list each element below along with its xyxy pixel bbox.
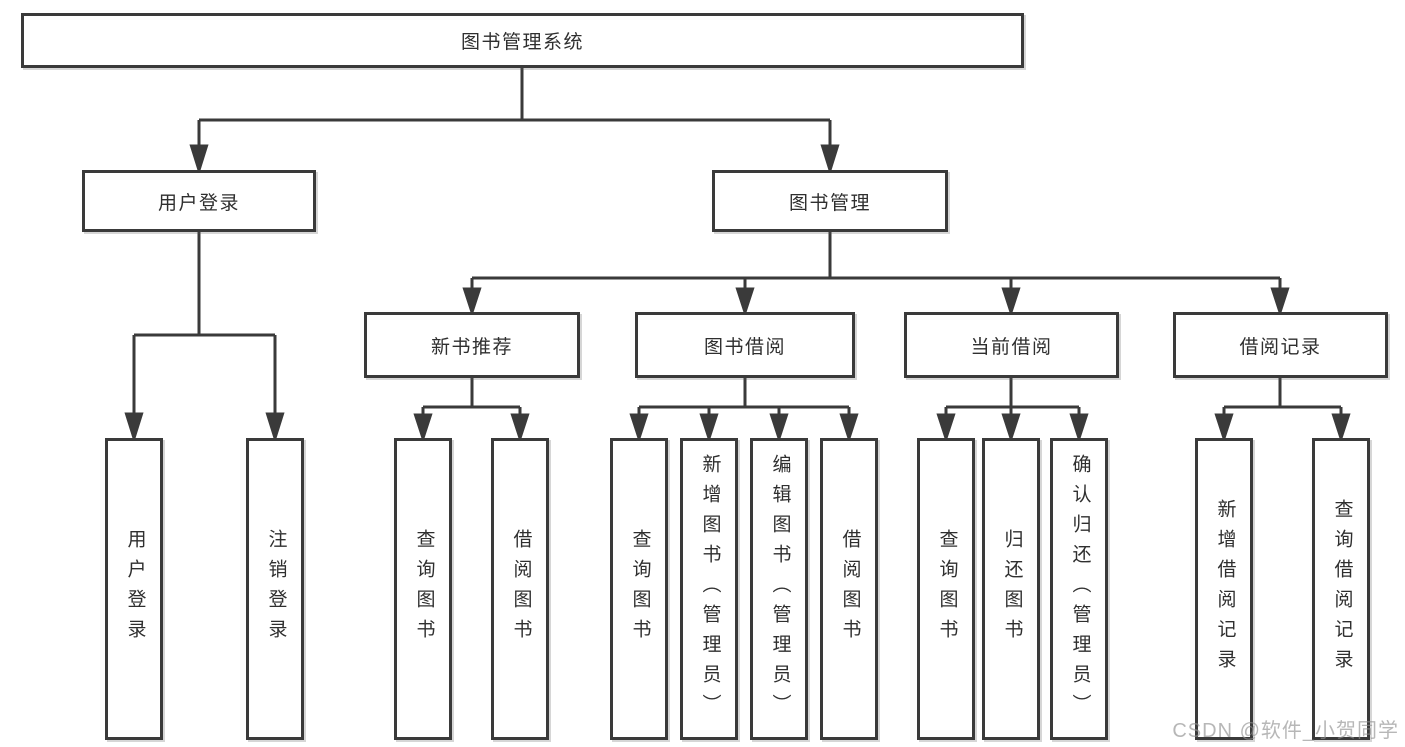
leaf-current-confirm-return-admin: 确认归还（管理员） [1050,438,1108,740]
node-label: 图书借阅 [703,336,786,358]
leaf-label: 确认归还（管理员） [1069,454,1091,724]
connector-borrowing-records [1214,378,1351,443]
leaf-current-return: 归还图书 [982,438,1040,740]
node-root: 图书管理系统 [21,13,1024,68]
connector-user-login [124,232,285,444]
leaf-borrow-edit-admin: 编辑图书（管理员） [750,438,808,740]
leaf-logout: 注销登录 [246,438,304,740]
leaf-label: 新增借阅记录 [1214,499,1236,679]
node-book-borrowing: 图书借阅 [635,312,855,378]
leaf-label: 查询图书 [629,529,651,649]
leaf-label: 编辑图书（管理员） [769,454,791,724]
connector-book-borrowing [629,378,859,443]
leaf-label: 借阅图书 [510,529,532,649]
leaf-records-add: 新增借阅记录 [1195,438,1253,740]
leaf-borrow-book: 借阅图书 [820,438,878,740]
leaf-label: 归还图书 [1001,529,1023,649]
node-label: 用户登录 [157,192,240,214]
leaf-label: 新增图书（管理员） [699,454,721,724]
node-new-book-recommend: 新书推荐 [364,312,580,378]
connector-root [189,68,840,176]
connector-book-management [462,232,1290,317]
leaf-label: 查询图书 [936,529,958,649]
node-current-borrowing: 当前借阅 [904,312,1119,378]
leaf-label: 查询图书 [413,529,435,649]
leaf-borrow-query: 查询图书 [610,438,668,740]
leaf-user-login: 用户登录 [105,438,163,740]
leaf-current-query: 查询图书 [917,438,975,740]
leaf-label: 用户登录 [124,529,146,649]
node-label: 新书推荐 [430,336,513,358]
connector-new-book-recommend [413,378,530,443]
leaf-records-query: 查询借阅记录 [1312,438,1370,740]
leaf-newbooks-borrow: 借阅图书 [491,438,549,740]
node-label: 图书管理 [788,192,871,214]
node-book-management: 图书管理 [712,170,948,232]
node-user-login: 用户登录 [82,170,316,232]
leaf-label: 借阅图书 [839,529,861,649]
node-label: 当前借阅 [970,336,1053,358]
leaf-newbooks-query: 查询图书 [394,438,452,740]
leaf-label: 注销登录 [265,529,287,649]
node-borrowing-records: 借阅记录 [1173,312,1388,378]
leaf-label: 查询借阅记录 [1331,499,1353,679]
node-label: 图书管理系统 [460,32,584,53]
leaf-borrow-add-admin: 新增图书（管理员） [680,438,738,740]
node-label: 借阅记录 [1239,336,1322,358]
connector-current-borrowing [936,378,1089,443]
csdn-watermark: CSDN @软件_小贺同学 [1172,720,1399,742]
